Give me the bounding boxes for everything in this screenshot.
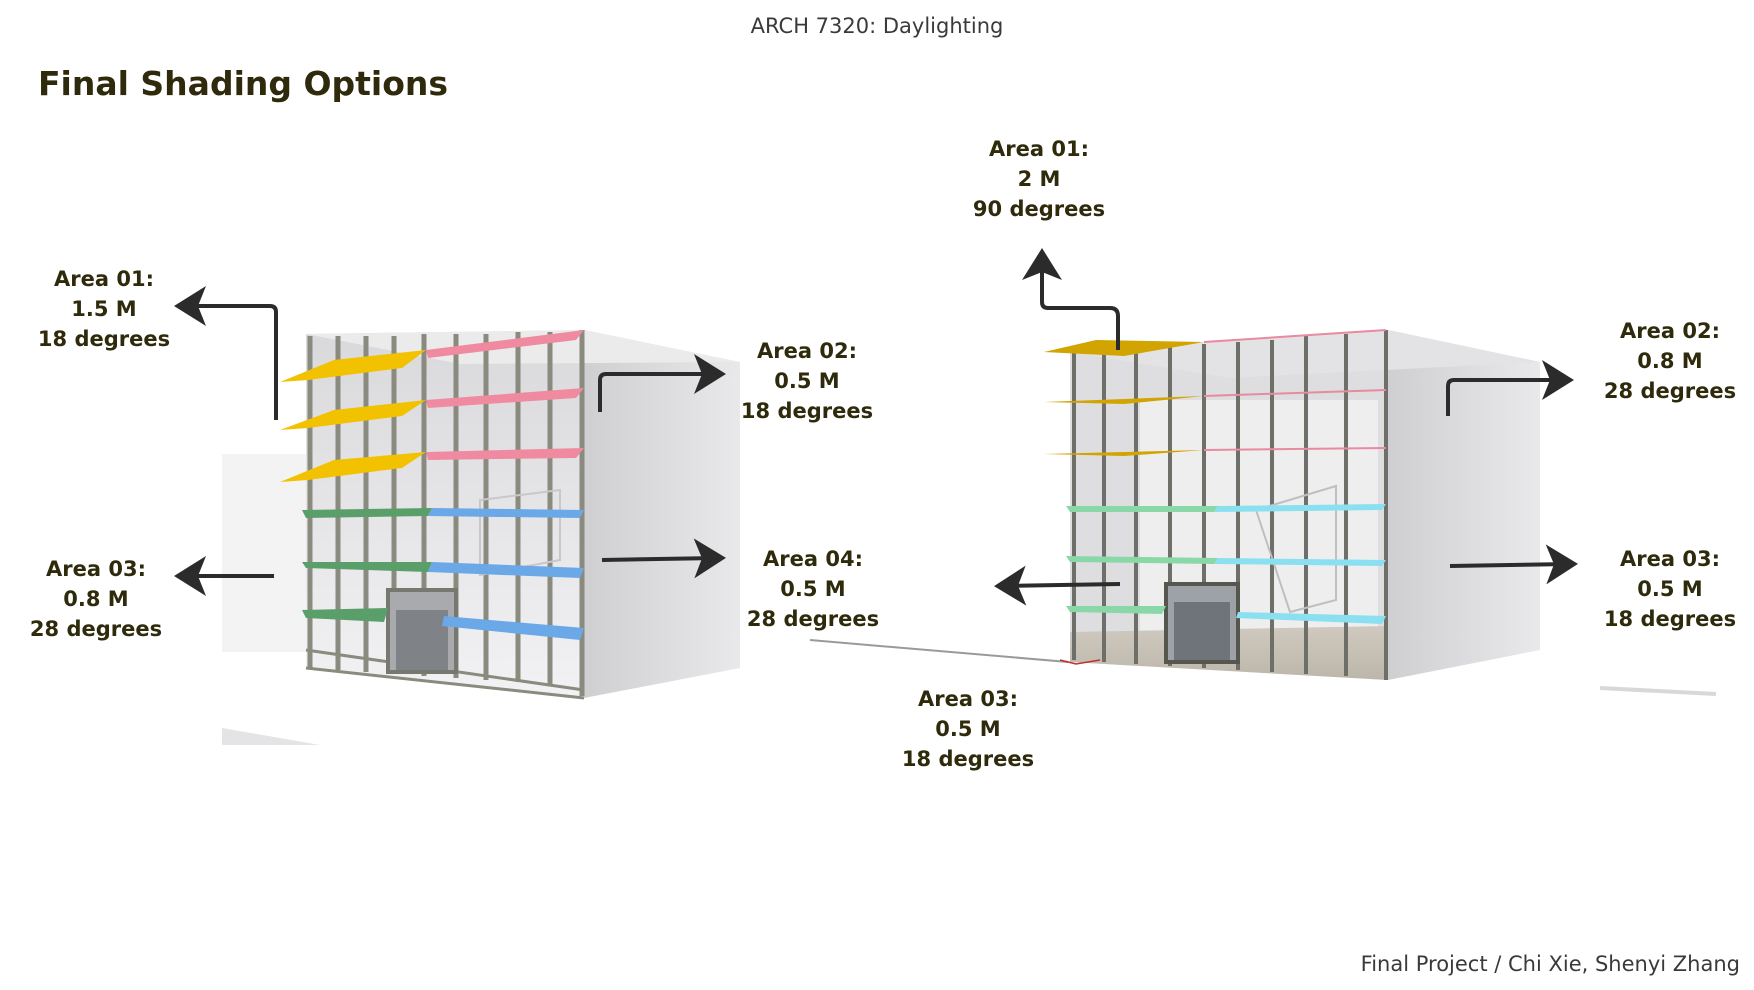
- arrow-right-area01: [1022, 248, 1120, 350]
- left-area01-fins: [280, 350, 426, 482]
- area-name: Area 01:: [54, 267, 154, 291]
- label-right-area03-right: Area 03: 0.5 M 18 degrees: [1585, 544, 1754, 634]
- label-left-area01: Area 01: 1.5 M 18 degrees: [19, 264, 189, 354]
- area-name: Area 02:: [1620, 319, 1720, 343]
- area-depth: 0.8 M: [63, 587, 129, 611]
- label-right-area01: Area 01: 2 M 90 degrees: [954, 134, 1124, 224]
- left-roof-edge: [306, 330, 740, 364]
- area-angle: 18 degrees: [1603, 607, 1737, 631]
- arrow-right-area03-left: [994, 565, 1121, 606]
- right-building: [809, 329, 1717, 696]
- right-side-wall: [1388, 330, 1540, 680]
- left-area03-fins: [302, 508, 432, 622]
- area-angle: 18 degrees: [740, 399, 874, 423]
- arrow-right-area03-right: [1449, 544, 1578, 585]
- right-ground-line: [809, 639, 1069, 663]
- arrow-right-area02: [1446, 360, 1574, 416]
- left-stair: [479, 488, 561, 577]
- label-right-area03-bottom: Area 03: 0.5 M 18 degrees: [883, 684, 1053, 774]
- area-depth: 0.8 M: [1637, 349, 1703, 373]
- label-left-area03: Area 03: 0.8 M 28 degrees: [11, 554, 181, 644]
- area-name: Area 03:: [1620, 547, 1720, 571]
- area-angle: 90 degrees: [972, 197, 1106, 221]
- area-angle: 28 degrees: [746, 607, 880, 631]
- label-left-area02: Area 02: 0.5 M 18 degrees: [722, 336, 892, 426]
- area-name: Area 04:: [763, 547, 863, 571]
- left-stub-wall: [222, 454, 308, 652]
- arrow-left-area04: [601, 538, 726, 579]
- area-depth: 2 M: [1017, 167, 1061, 191]
- area-name: Area 02:: [757, 339, 857, 363]
- arrow-left-area02: [598, 354, 726, 412]
- course-header: ARCH 7320: Daylighting: [750, 14, 1004, 38]
- area-depth: 0.5 M: [1637, 577, 1703, 601]
- left-ground-shadow: [222, 728, 320, 745]
- area-angle: 28 degrees: [29, 617, 163, 641]
- left-side-wall: [584, 330, 740, 698]
- leader-arrows: [174, 248, 1578, 606]
- right-area04-fins: [1214, 504, 1386, 624]
- label-left-area04: Area 04: 0.5 M 28 degrees: [728, 544, 898, 634]
- left-area02-fins: [426, 330, 584, 460]
- area-depth: 0.5 M: [935, 717, 1001, 741]
- area-depth: 0.5 M: [780, 577, 846, 601]
- right-area01-fin: [1044, 340, 1204, 356]
- area-name: Area 03:: [46, 557, 146, 581]
- area-name: Area 03:: [918, 687, 1018, 711]
- page-title: Final Shading Options: [38, 64, 449, 103]
- area-angle: 18 degrees: [37, 327, 171, 351]
- footer-credit: Final Project / Chi Xie, Shenyi Zhang: [1360, 952, 1740, 976]
- arrow-left-area01: [174, 286, 278, 420]
- label-right-area02: Area 02: 0.8 M 28 degrees: [1585, 316, 1754, 406]
- left-area04-fins: [428, 508, 584, 640]
- area-depth: 0.5 M: [774, 369, 840, 393]
- area-name: Area 01:: [989, 137, 1089, 161]
- area-angle: 18 degrees: [901, 747, 1035, 771]
- area-depth: 1.5 M: [71, 297, 137, 321]
- right-stair: [1254, 484, 1337, 614]
- right-area02-fins: [1044, 389, 1387, 456]
- right-area03-fins: [1066, 506, 1218, 614]
- left-building: [222, 330, 740, 745]
- red-marker: [1059, 659, 1101, 665]
- area-angle: 28 degrees: [1603, 379, 1737, 403]
